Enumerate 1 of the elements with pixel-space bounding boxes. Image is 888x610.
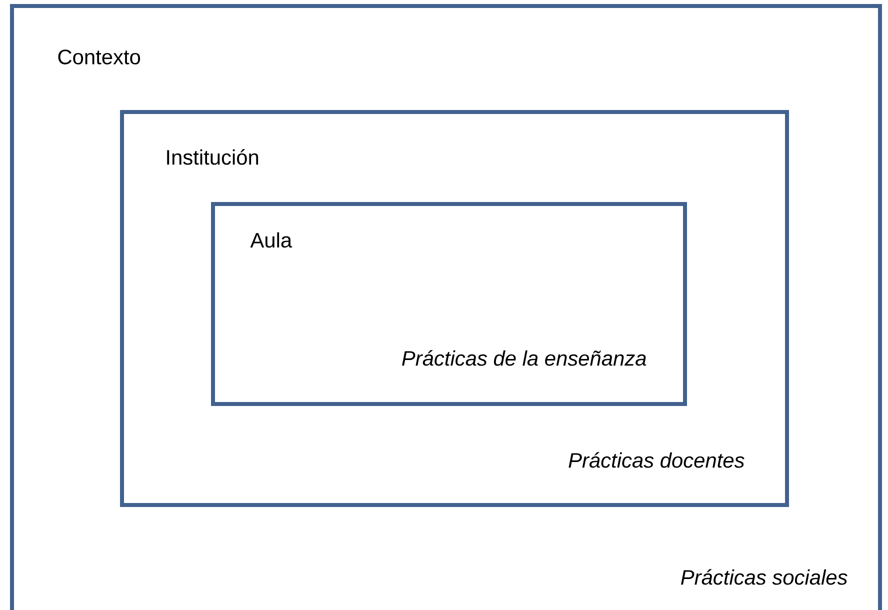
frame-box: Aula Prácticas de la enseñanza [211,202,687,406]
